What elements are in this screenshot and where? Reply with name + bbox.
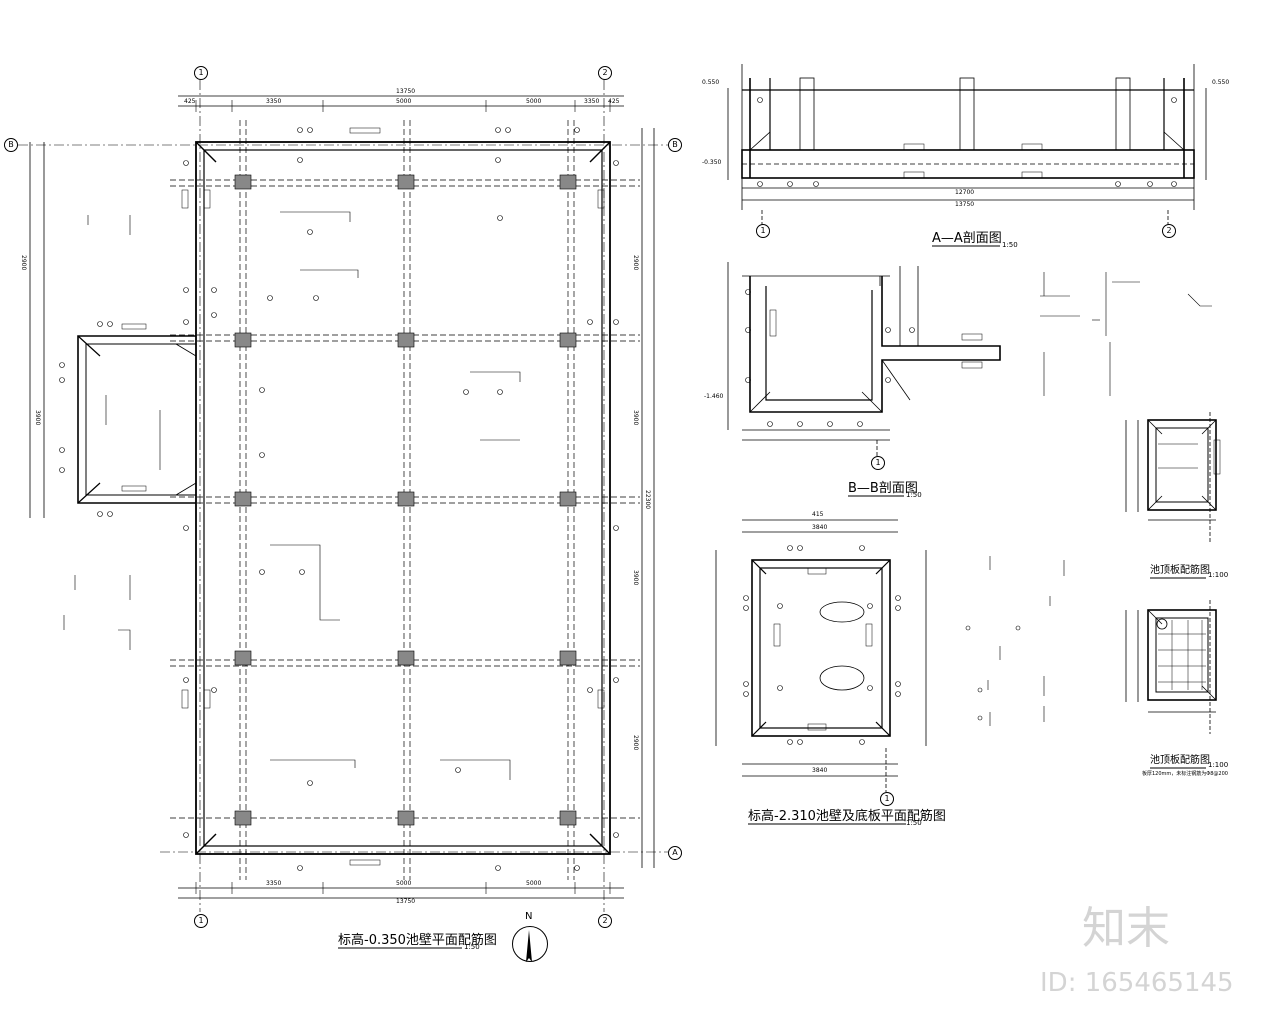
small-plan-scale: 1:50 <box>906 819 922 827</box>
axis-bubble-1-top: 1 <box>194 66 208 80</box>
plan-main-title: 标高-0.350池壁平面配筋图 <box>338 933 497 948</box>
dim-right-2: 2900 <box>632 255 639 271</box>
section-bb-scale: 1:50 <box>906 491 922 499</box>
top-slab-2-scale: 1:100 <box>1208 761 1229 769</box>
axis-bubble-small-plan-1: 1 <box>880 792 894 806</box>
plan-main-scale: 1:50 <box>464 943 480 951</box>
dim-top-1: 425 <box>184 98 196 105</box>
axis-bubble-2-bottom: 2 <box>598 914 612 928</box>
watermark-brand: 知末 <box>1082 903 1170 954</box>
dim-bottom-2: 3350 <box>266 880 282 887</box>
dim-left-2: 2900 <box>20 255 27 271</box>
watermark-id: ID: 165465145 <box>1040 968 1234 998</box>
top-slab-1-title: 池顶板配筋图 <box>1150 565 1210 576</box>
dim-top-2: 3350 <box>266 98 282 105</box>
section-aa-title: A—A剖面图 <box>932 231 1002 246</box>
top-slab-2-note: 板厚120mm，未标注钢筋为Φ8@200 <box>1142 771 1228 777</box>
dim-right-total: 22300 <box>644 490 651 510</box>
dim-top-6: 425 <box>608 98 620 105</box>
axis-bubble-b-right: B <box>668 138 682 152</box>
aa-dim-total: 13750 <box>955 201 975 208</box>
bb-elev: -1.460 <box>704 393 724 400</box>
top-slab-2-title: 池顶板配筋图 <box>1150 755 1210 766</box>
section-aa-scale: 1:50 <box>1002 241 1018 249</box>
north-label: N <box>525 911 533 922</box>
small-plan-dim-bottom: 3840 <box>812 767 828 774</box>
section-bb-title: B—B剖面图 <box>848 481 918 496</box>
dim-top-5: 3350 <box>584 98 600 105</box>
aa-dim-inner: 12700 <box>955 189 975 196</box>
dim-bottom-total: 13750 <box>396 898 416 905</box>
small-plan-dim-top-mid: 3840 <box>812 524 828 531</box>
dim-left-3: 3900 <box>34 410 41 426</box>
dim-right-3: 3900 <box>632 410 639 426</box>
top-slab-1-scale: 1:100 <box>1208 571 1229 579</box>
small-plan-title: 标高-2.310池壁及底板平面配筋图 <box>748 809 946 824</box>
dim-top-total: 13750 <box>396 88 416 95</box>
dim-top-4: 5000 <box>526 98 542 105</box>
aa-elev-top-left: 0.550 <box>702 79 720 86</box>
north-arrow-circle <box>512 926 548 962</box>
axis-bubble-b-left: B <box>4 138 18 152</box>
small-plan-dim-top-total: 415 <box>812 511 824 518</box>
axis-bubble-a-right: A <box>668 846 682 860</box>
axis-bubble-aa-1: 1 <box>756 224 770 238</box>
dim-right-4: 3900 <box>632 570 639 586</box>
axis-bubble-aa-2: 2 <box>1162 224 1176 238</box>
axis-bubble-bb-1: 1 <box>871 456 885 470</box>
dim-bottom-4: 5000 <box>526 880 542 887</box>
dim-top-3: 5000 <box>396 98 412 105</box>
aa-elev-top-right: 0.550 <box>1212 79 1230 86</box>
axis-bubble-2-top: 2 <box>598 66 612 80</box>
aa-elev-bottom: -0.350 <box>702 159 722 166</box>
axis-bubble-1-bottom: 1 <box>194 914 208 928</box>
dim-right-5: 2900 <box>632 735 639 751</box>
dim-bottom-3: 5000 <box>396 880 412 887</box>
